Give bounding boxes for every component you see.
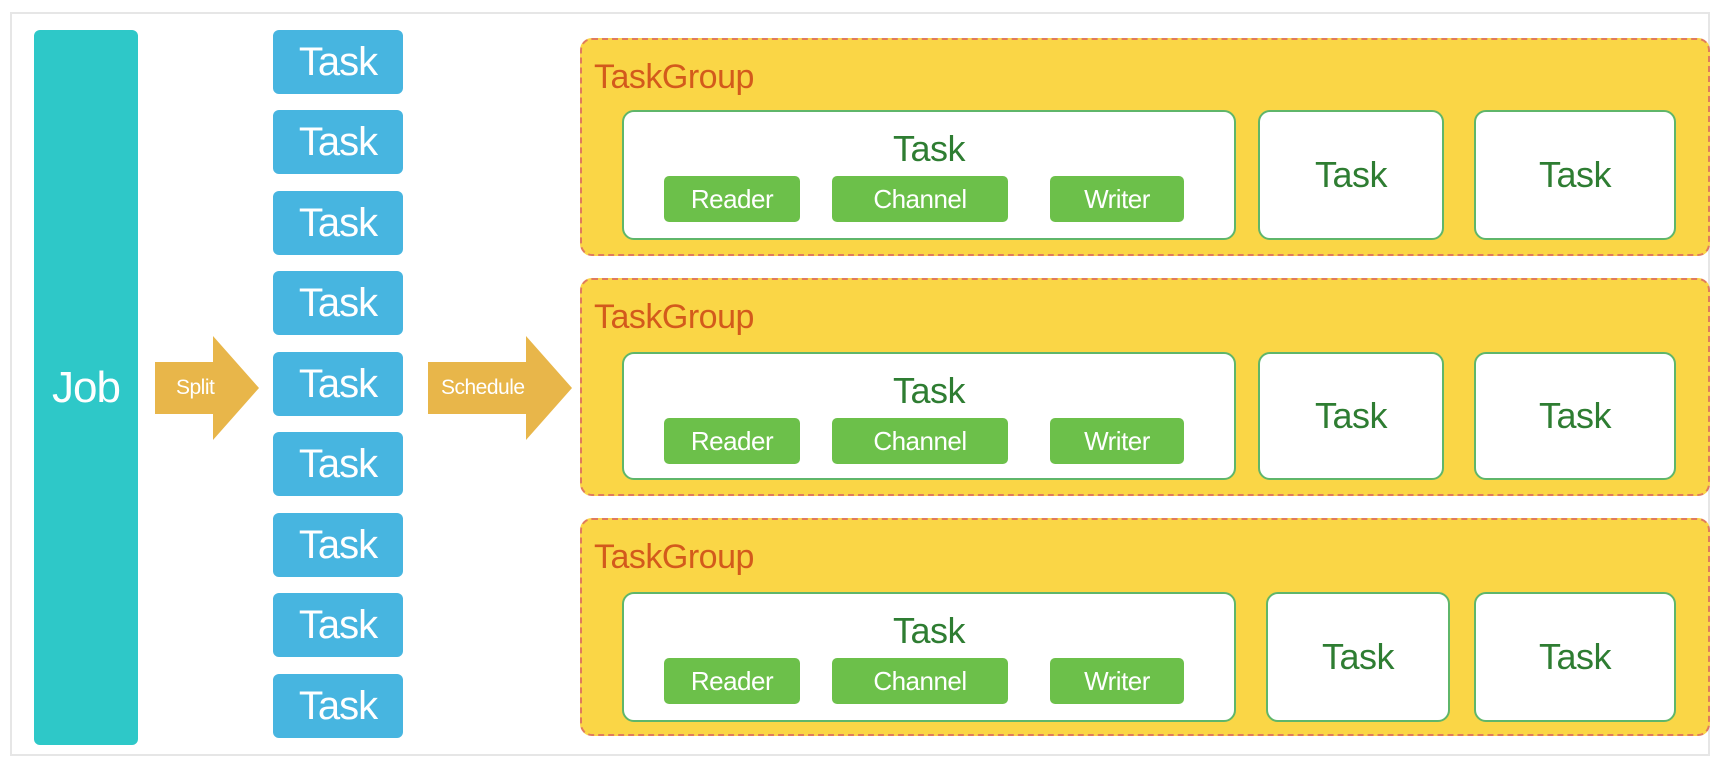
main-task-label: Task — [892, 610, 966, 651]
split-task: Task — [273, 674, 403, 738]
split-task: Task — [273, 30, 403, 94]
split-task: Task — [273, 271, 403, 335]
reader-chip: Reader — [664, 176, 800, 222]
task-group: TaskGroup Task Reader Channel Writer Tas… — [580, 278, 1710, 496]
split-task: Task — [273, 432, 403, 496]
group-task-card: Task — [1258, 352, 1444, 480]
split-task-label: Task — [298, 119, 378, 164]
schedule-arrow: Schedule — [428, 336, 572, 440]
group-task-label: Task — [1538, 154, 1612, 195]
job-label: Job — [52, 362, 121, 412]
channel-label: Channel — [873, 425, 967, 456]
schedule-arrow-shape — [428, 336, 572, 440]
split-task-label: Task — [298, 280, 378, 325]
group-task-label: Task — [1321, 636, 1395, 677]
group-task-card: Task — [1258, 110, 1444, 240]
task-group: TaskGroup Task Reader Channel Writer Tas… — [580, 518, 1710, 736]
writer-chip: Writer — [1050, 176, 1184, 222]
channel-label: Channel — [873, 665, 967, 696]
split-task: Task — [273, 593, 403, 657]
job-box: Job — [34, 30, 138, 745]
task-group-title: TaskGroup — [594, 538, 754, 576]
channel-chip: Channel — [832, 658, 1008, 704]
reader-label: Reader — [690, 425, 774, 456]
main-task-card: Task Reader Channel Writer — [622, 110, 1236, 240]
group-task-card: Task — [1474, 352, 1676, 480]
channel-label: Channel — [873, 183, 967, 214]
main-task-label: Task — [892, 128, 966, 169]
channel-chip: Channel — [832, 176, 1008, 222]
schedule-label: Schedule — [441, 376, 525, 399]
split-arrow: Split — [155, 336, 259, 440]
split-task-label: Task — [298, 683, 378, 728]
group-task-label: Task — [1314, 395, 1388, 436]
group-task-label: Task — [1538, 395, 1612, 436]
writer-chip: Writer — [1050, 658, 1184, 704]
reader-chip: Reader — [664, 658, 800, 704]
group-task-label: Task — [1314, 154, 1388, 195]
channel-chip: Channel — [832, 418, 1008, 464]
main-task-card: Task Reader Channel Writer — [622, 352, 1236, 480]
reader-chip: Reader — [664, 418, 800, 464]
split-task-label: Task — [298, 441, 378, 486]
group-task-card: Task — [1474, 110, 1676, 240]
task-group-title: TaskGroup — [594, 298, 754, 336]
writer-label: Writer — [1084, 665, 1150, 696]
split-task-label: Task — [298, 522, 378, 567]
reader-label: Reader — [690, 665, 774, 696]
writer-label: Writer — [1084, 425, 1150, 456]
split-task: Task — [273, 191, 403, 255]
split-task-label: Task — [298, 200, 378, 245]
split-arrow-shape — [155, 336, 259, 440]
split-task-label: Task — [298, 602, 378, 647]
group-task-card: Task — [1474, 592, 1676, 722]
writer-label: Writer — [1084, 183, 1150, 214]
split-task: Task — [273, 110, 403, 174]
main-task-label: Task — [892, 370, 966, 411]
main-task-card: Task Reader Channel Writer — [622, 592, 1236, 722]
writer-chip: Writer — [1050, 418, 1184, 464]
task-group: TaskGroup Task Reader Channel Writer Tas… — [580, 38, 1710, 256]
group-task-label: Task — [1538, 636, 1612, 677]
group-task-card: Task — [1266, 592, 1450, 722]
reader-label: Reader — [690, 183, 774, 214]
task-group-title: TaskGroup — [594, 58, 754, 96]
split-task-label: Task — [298, 361, 378, 406]
split-task-label: Task — [298, 39, 378, 84]
split-label: Split — [176, 376, 215, 399]
split-task: Task — [273, 352, 403, 416]
split-task: Task — [273, 513, 403, 577]
